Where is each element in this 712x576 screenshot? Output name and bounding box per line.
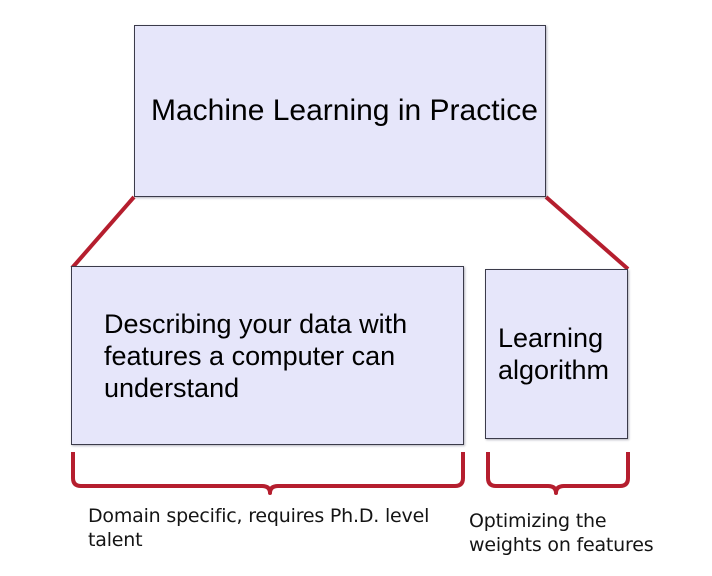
box-features-label: Describing your data with features a com… — [104, 308, 408, 403]
connector-right-line — [544, 195, 630, 271]
connector-left-line — [70, 195, 136, 270]
box-machine-learning-in-practice: Machine Learning in Practice — [134, 25, 546, 197]
box-describing-your-data: Describing your data with features a com… — [71, 266, 464, 445]
brace-left — [71, 452, 465, 495]
brace-right — [486, 452, 630, 495]
box-algorithm-label: Learning algorithm — [498, 323, 610, 385]
box-learning-algorithm: Learning algorithm — [485, 269, 628, 439]
caption-optimizing-weights: Optimizing the weights on features — [469, 510, 654, 556]
box-top-label: Machine Learning in Practice — [151, 94, 538, 127]
caption-domain-specific: Domain specific, requires Ph.D. level ta… — [88, 505, 430, 551]
